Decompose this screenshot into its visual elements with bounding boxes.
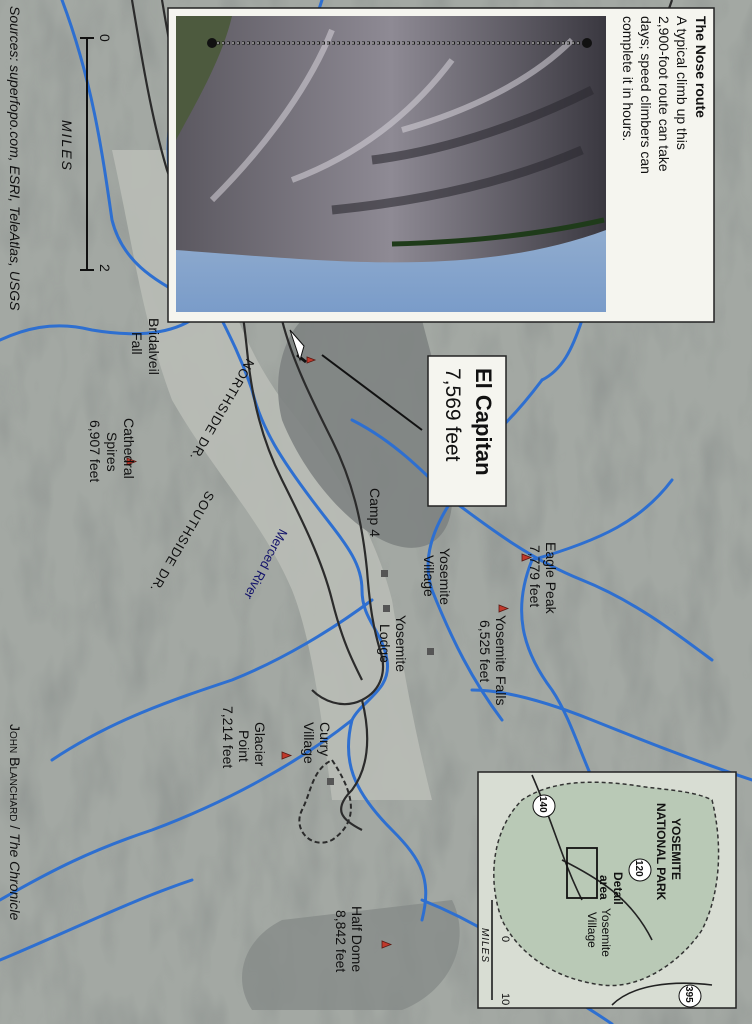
label-camp4: Camp 4 xyxy=(367,488,383,537)
marker-lodge xyxy=(383,605,390,612)
marker-glacier-point xyxy=(281,751,293,760)
sources-credit: Sources: superfopo.com, ESRI, TeleAtlas,… xyxy=(7,6,23,311)
scale-end: 2 xyxy=(97,264,113,272)
marker-eagle-peak xyxy=(521,553,533,562)
inset-village-2: Village xyxy=(585,912,599,948)
route-end-dot xyxy=(582,38,592,48)
label-bridalveil-1: Bridalveil xyxy=(146,318,162,375)
park-boundary xyxy=(493,781,720,987)
hwy-140: 140 xyxy=(537,796,548,813)
el-capitan-elevation: 7,569 feet xyxy=(441,368,464,462)
merced-river-line xyxy=(210,298,428,922)
inset-scale-end: 10 xyxy=(499,993,511,1005)
label-half-dome: Half Dome xyxy=(349,906,365,972)
label-eagle-peak: Eagle Peak xyxy=(543,542,559,615)
label-lodge-2: Lodge xyxy=(377,624,393,663)
inset-detail-1: Detail xyxy=(611,872,625,905)
label-village-1: Yosemite xyxy=(437,548,453,605)
route-callout-line-1: A typical climb up this xyxy=(674,16,690,150)
inset-highways xyxy=(531,774,713,1006)
hwy-shields: 140 120 395 xyxy=(532,794,702,1008)
hwy-120: 120 xyxy=(633,860,644,877)
label-half-dome-elev: 8,842 feet xyxy=(333,910,349,972)
marker-cathedral xyxy=(126,457,138,466)
park-inset: YOSEMITE NATIONAL PARK Detail area Yosem… xyxy=(477,771,737,1009)
inset-scale-unit: MILES xyxy=(479,928,490,963)
credit-publication: The Chronicle xyxy=(7,833,23,920)
label-cathedral-2: Spires xyxy=(104,432,120,472)
label-bridalveil-2: Fall xyxy=(129,332,145,355)
label-curry-1: Curry xyxy=(317,722,333,756)
detail-area-box xyxy=(566,847,598,899)
marker-half-dome xyxy=(381,940,393,949)
loop-trail xyxy=(298,759,352,844)
hwy-395: 395 xyxy=(683,986,694,1003)
route-callout-line-4: complete it in hours. xyxy=(620,16,636,141)
credit-author: John Blanchard xyxy=(7,724,23,821)
label-cathedral-1: Cathedral xyxy=(121,418,137,479)
el-capitan-massif xyxy=(278,320,452,548)
nose-route-callout: The Nose route A typical climb up this 2… xyxy=(167,7,715,323)
inset-title-2: NATIONAL PARK xyxy=(654,803,668,901)
label-eagle-elev: 7,779 feet xyxy=(527,545,543,607)
route-callout-line-2: 2,900-foot route can take xyxy=(656,16,672,172)
scale-unit: MILES xyxy=(59,120,75,172)
route-start-dot xyxy=(207,38,217,48)
building-markers xyxy=(327,570,434,785)
marker-village xyxy=(427,648,434,655)
marker-camp4 xyxy=(381,570,388,577)
peak-markers xyxy=(126,356,533,949)
label-village-2: Village xyxy=(421,555,437,597)
el-capitan-photo xyxy=(176,16,606,312)
inset-detail-2: area xyxy=(597,875,611,900)
el-capitan-callout: El Capitan 7,569 feet xyxy=(427,355,507,507)
marker-curry xyxy=(327,778,334,785)
marker-yosemite-falls xyxy=(498,604,510,613)
inset-title-1: YOSEMITE xyxy=(669,818,683,880)
marker-el-capitan xyxy=(306,356,317,364)
route-callout-pointer xyxy=(289,329,305,362)
el-capitan-name: El Capitan xyxy=(471,368,496,476)
label-falls-elev: 6,525 feet xyxy=(477,620,493,682)
label-cathedral-elev: 6,907 feet xyxy=(87,420,103,482)
label-yosemite-falls: Yosemite Falls xyxy=(493,615,509,706)
half-dome-massif xyxy=(241,900,460,1010)
inset-village-1: Yosemite xyxy=(599,908,613,957)
label-glacier-elev: 7,214 feet xyxy=(220,706,236,768)
inset-scale-start: 0 xyxy=(499,936,511,942)
label-glacier-2: Point xyxy=(236,730,252,762)
el-capitan-leader xyxy=(321,354,423,431)
label-glacier-1: Glacier xyxy=(252,722,268,767)
artist-credit: John Blanchard / The Chronicle xyxy=(7,724,23,921)
route-callout-line-3: days; speed climbers can xyxy=(638,16,654,174)
place-labels: Bridalveil Fall Cathedral Spires 6,907 f… xyxy=(87,318,559,972)
route-callout-title: The Nose route xyxy=(693,16,709,118)
scale-start: 0 xyxy=(97,34,113,42)
scale-bar: 0 2 MILES xyxy=(59,34,113,272)
label-curry-2: Village xyxy=(301,722,317,764)
label-lodge-1: Yosemite xyxy=(393,615,409,672)
